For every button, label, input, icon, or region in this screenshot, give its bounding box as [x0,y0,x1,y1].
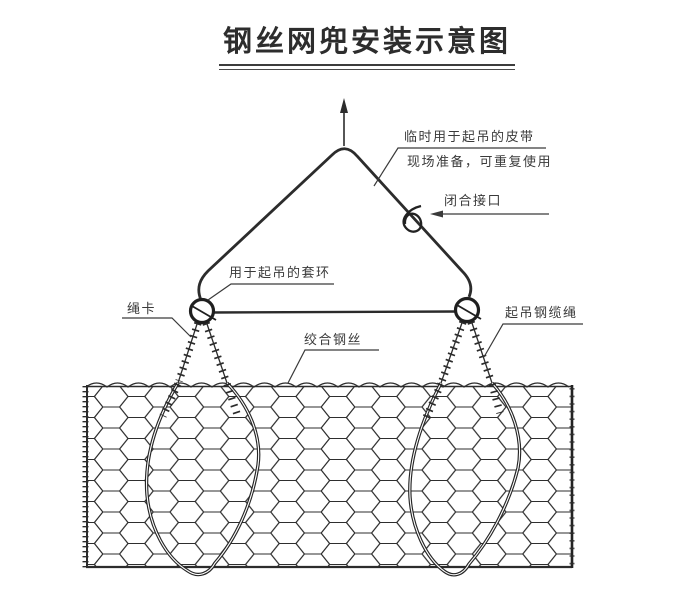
label-closure-joint: 闭合接口 [444,193,503,208]
leader-clamp [122,317,192,338]
leader-belt [373,147,546,187]
title-wrap: 钢丝网兜安装示意图 [0,18,682,70]
diagram-title: 钢丝网兜安装示意图 [218,18,516,70]
left-rope-hatch [175,320,230,384]
mesh-top-scallops [85,382,570,388]
mesh-body [86,386,572,567]
right-rope-hatch [438,319,495,384]
lifting-belt [197,147,473,301]
label-belt-line1: 临时用于起吊的皮带 [404,129,535,144]
label-belt-line2: 现场准备，可重复使用 [407,154,553,169]
leader-wire [287,349,379,384]
label-twisted-wire: 绞合钢丝 [304,332,363,347]
right-lifting-ring [453,296,482,324]
mesh-cylinder [82,382,575,569]
closure-knot [402,204,423,233]
left-wire-loop [144,381,261,577]
label-lifting-cable: 起吊钢缆绳 [505,305,578,320]
leader-ring [207,283,334,301]
right-wire-loop [408,381,522,577]
left-lifting-ring [188,297,217,325]
spreader-wire [210,310,459,314]
leader-cable [483,323,583,358]
label-lifting-ring: 用于起吊的套环 [229,265,331,280]
leader-joint-arrowhead [430,210,443,218]
hoist-arrow-icon [340,98,348,146]
label-rope-clamp: 绳卡 [127,301,157,316]
